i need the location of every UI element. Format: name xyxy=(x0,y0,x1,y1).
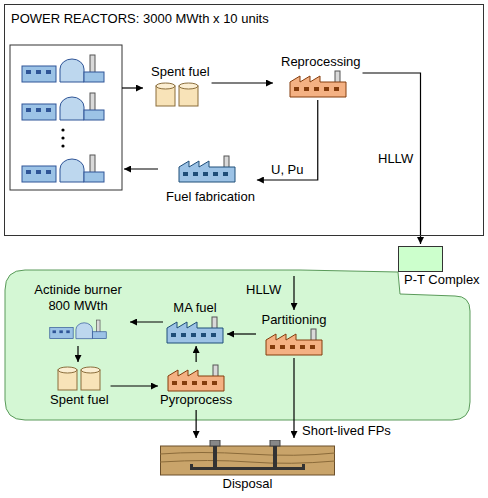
node-label: MA fuel xyxy=(173,300,216,316)
process-node: Fuel fabrication xyxy=(160,155,255,205)
node-icon xyxy=(165,316,225,344)
node-label: Spent fuel xyxy=(50,392,109,408)
node-icon xyxy=(47,314,109,344)
node-icon xyxy=(152,80,202,108)
flow-arrow xyxy=(257,100,318,180)
process-node: Partitioning xyxy=(258,312,330,356)
process-node: MA fuel xyxy=(165,300,225,344)
process-node: Disposal xyxy=(160,440,335,492)
node-label: Actinide burner 800 MWth xyxy=(28,282,128,314)
node-label: Pyroprocess xyxy=(160,392,232,408)
flow-arrow xyxy=(363,73,421,244)
ellipsis-dot xyxy=(61,128,64,131)
flow-label: HLLW xyxy=(246,282,281,298)
node-label: Spent fuel xyxy=(151,64,210,80)
ellipsis-dot xyxy=(61,136,64,139)
process-node: P-T Complex xyxy=(398,246,482,288)
reactor-icon xyxy=(22,155,104,182)
flow-arrow xyxy=(122,87,143,88)
node-label: Fuel fabrication xyxy=(166,189,255,205)
reactor-icon xyxy=(22,93,104,120)
edge-label: U, Pu xyxy=(271,162,304,178)
node-icon xyxy=(166,364,226,392)
frame-title: POWER REACTORS: 3000 MWth x 10 units xyxy=(11,11,483,27)
process-node: Reprocessing xyxy=(275,48,361,98)
flow-arrow xyxy=(212,82,273,83)
node-icon xyxy=(398,246,443,272)
flow-arrow xyxy=(77,346,78,362)
node-label: P-T Complex xyxy=(398,272,480,288)
node-icon xyxy=(160,440,335,476)
pt-complex-region xyxy=(5,270,470,420)
system-frame: POWER REACTORS: 3000 MWth x 10 unitsSpen… xyxy=(4,4,484,236)
edge-label: Short-lived FPs xyxy=(302,423,391,439)
flow-arrow xyxy=(293,276,294,310)
process-node: Spent fuel xyxy=(145,58,210,108)
node-icon xyxy=(54,364,104,392)
flow-arrow xyxy=(196,346,197,362)
node-icon xyxy=(177,155,237,183)
node-icon xyxy=(264,328,324,356)
process-node: Spent fuel xyxy=(50,364,109,408)
flow-arrow xyxy=(293,358,294,438)
node-icon xyxy=(288,70,348,98)
process-node: Actinide burner 800 MWth xyxy=(28,282,128,344)
flow-arrow xyxy=(111,385,158,386)
process-node: Pyroprocess xyxy=(160,364,232,408)
ellipsis-dot xyxy=(61,144,64,147)
reactor-frame xyxy=(10,45,122,190)
edge-label: HLLW xyxy=(378,151,413,167)
flow-arrow xyxy=(196,410,197,438)
node-label: Partitioning xyxy=(261,312,326,328)
flow-arrow xyxy=(227,333,256,334)
flow-arrow xyxy=(130,321,163,322)
node-label: Reprocessing xyxy=(281,54,361,70)
reactor-group xyxy=(10,45,122,190)
node-label: Disposal xyxy=(223,476,273,492)
reactor-icon xyxy=(22,55,104,82)
flow-arrow xyxy=(124,168,158,169)
